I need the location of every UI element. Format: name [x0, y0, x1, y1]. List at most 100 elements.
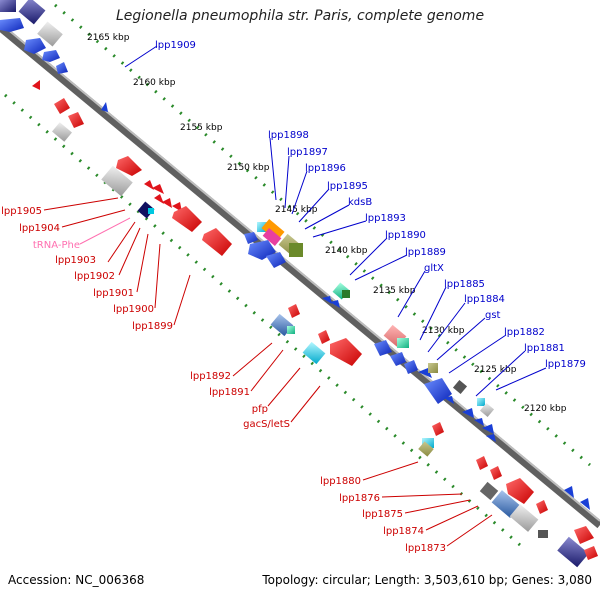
gene-label-lpp1896: lpp1896: [305, 163, 346, 174]
gene-label-lpp1876: lpp1876: [339, 493, 380, 504]
gene-arrow: [486, 434, 496, 442]
gene-block: [418, 441, 434, 457]
map-title: Legionella pneumophila str. Paris, compl…: [115, 8, 485, 24]
gene-arrow: [482, 424, 494, 434]
gene-label-lpp1875: lpp1875: [362, 509, 403, 520]
gene-arrow: [0, 18, 24, 32]
gene-label-lpp1880: lpp1880: [320, 476, 361, 487]
gene-block: [557, 536, 589, 568]
gene-block: [538, 530, 548, 538]
gene-label-gacs-lets: gacS/letS: [243, 419, 290, 430]
gene-block: [289, 243, 303, 257]
accession-label: Accession: NC_006368: [8, 573, 145, 587]
gene-arrow: [162, 198, 172, 208]
gene-block: [37, 21, 63, 47]
genome-info-label: Topology: circular; Length: 3,503,610 bp…: [262, 573, 592, 587]
gene-arrow: [474, 418, 484, 426]
gene-block: [479, 402, 495, 418]
gene-label-pfp: pfp: [252, 404, 268, 415]
kbp-tick-label: 2135 kbp: [373, 286, 416, 296]
reverse-callout-lines: [43, 197, 493, 547]
gene-arrow: [154, 194, 164, 204]
kbp-tick-label: 2160 kbp: [133, 78, 176, 88]
gene-arrow: [432, 422, 444, 436]
gene-arrow: [144, 180, 154, 190]
gene-block: [342, 290, 350, 298]
gene-label-lpp1891: lpp1891: [209, 387, 250, 398]
kbp-tick-label: 2165 kbp: [87, 33, 130, 43]
kbp-tick-label: 2140 kbp: [325, 246, 368, 256]
gene-arrow: [322, 296, 332, 304]
gene-block: [101, 165, 133, 197]
gene-label-lpp1892: lpp1892: [190, 371, 231, 382]
gene-arrow: [476, 456, 488, 470]
gene-block: [137, 201, 155, 219]
kbp-tick-label: 2120 kbp: [524, 404, 567, 414]
gene-block: [397, 338, 409, 348]
gene-arrow: [54, 98, 70, 114]
gene-label-kdsB: kdsB: [348, 197, 372, 208]
reverse-strand-genes: [32, 80, 598, 568]
reverse-gene-labels: lpp1905 lpp1904 tRNA-Phe lpp1903 lpp1902…: [1, 206, 446, 554]
gene-block: [509, 504, 539, 532]
gene-arrow: [24, 38, 46, 54]
gene-label-lpp1898: lpp1898: [268, 130, 309, 141]
tick-line-outer: [54, 3, 591, 467]
gene-block: [18, 0, 46, 25]
gene-label-lpp1879: lpp1879: [545, 359, 586, 370]
kbp-tick-label: 2145 kbp: [275, 205, 318, 215]
gene-label-lpp1884: lpp1884: [464, 294, 505, 305]
gene-block: [261, 218, 285, 242]
gene-label-lpp1895: lpp1895: [327, 181, 368, 192]
gene-block: [148, 208, 154, 214]
gene-label-lpp1889: lpp1889: [405, 247, 446, 258]
gene-label-lpp1909: lpp1909: [155, 40, 196, 51]
gene-label-lpp1897: lpp1897: [287, 147, 328, 158]
gene-label-trna-phe: tRNA-Phe: [33, 240, 80, 251]
gene-arrow: [444, 396, 454, 404]
gene-label-lpp1899: lpp1899: [132, 321, 173, 332]
gene-label-lpp1905: lpp1905: [1, 206, 42, 217]
gene-block: [257, 222, 267, 232]
gene-arrow: [404, 360, 418, 374]
gene-label-gltX: gltX: [424, 263, 444, 274]
gene-block: [52, 122, 72, 142]
gene-arrow: [390, 352, 406, 366]
kbp-tick-label: 2150 kbp: [227, 163, 270, 173]
gene-arrow: [584, 546, 598, 560]
gene-label-lpp1893: lpp1893: [365, 213, 406, 224]
kbp-tick-label: 2155 kbp: [180, 123, 223, 133]
gene-label-lpp1874: lpp1874: [383, 526, 424, 537]
gene-block: [262, 228, 282, 246]
gene-arrow: [564, 486, 574, 498]
gene-label-lpp1903: lpp1903: [55, 255, 96, 266]
forward-gene-labels: lpp1909 lpp1898 lpp1897 lpp1896 lpp1895 …: [155, 40, 586, 370]
gene-label-lpp1901: lpp1901: [93, 288, 134, 299]
gene-arrow: [152, 184, 164, 194]
gene-arrow: [101, 102, 108, 112]
gene-arrow: [172, 206, 202, 232]
genome-backbone: [0, 22, 600, 529]
gene-arrow: [462, 408, 474, 418]
gene-arrow: [244, 232, 258, 244]
gene-arrow: [202, 228, 232, 256]
gene-arrow: [330, 300, 340, 308]
forward-strand-genes: [0, 0, 590, 510]
gene-arrow: [506, 478, 534, 504]
tick-line-inner: [4, 93, 521, 547]
gene-arrow: [32, 80, 40, 90]
gene-label-lpp1904: lpp1904: [19, 223, 60, 234]
gene-label-lpp1885: lpp1885: [444, 279, 485, 290]
gene-arrow: [116, 156, 142, 176]
gene-arrow: [68, 112, 84, 128]
gene-block: [491, 490, 521, 518]
gene-label-lpp1882: lpp1882: [504, 327, 545, 338]
gene-arrow: [424, 378, 452, 404]
gene-block: [452, 379, 468, 395]
gene-arrow: [318, 330, 330, 344]
gene-arrow: [536, 500, 548, 514]
gene-arrow: [56, 62, 68, 74]
gene-label-gst: gst: [485, 310, 501, 321]
gene-block: [428, 363, 438, 373]
